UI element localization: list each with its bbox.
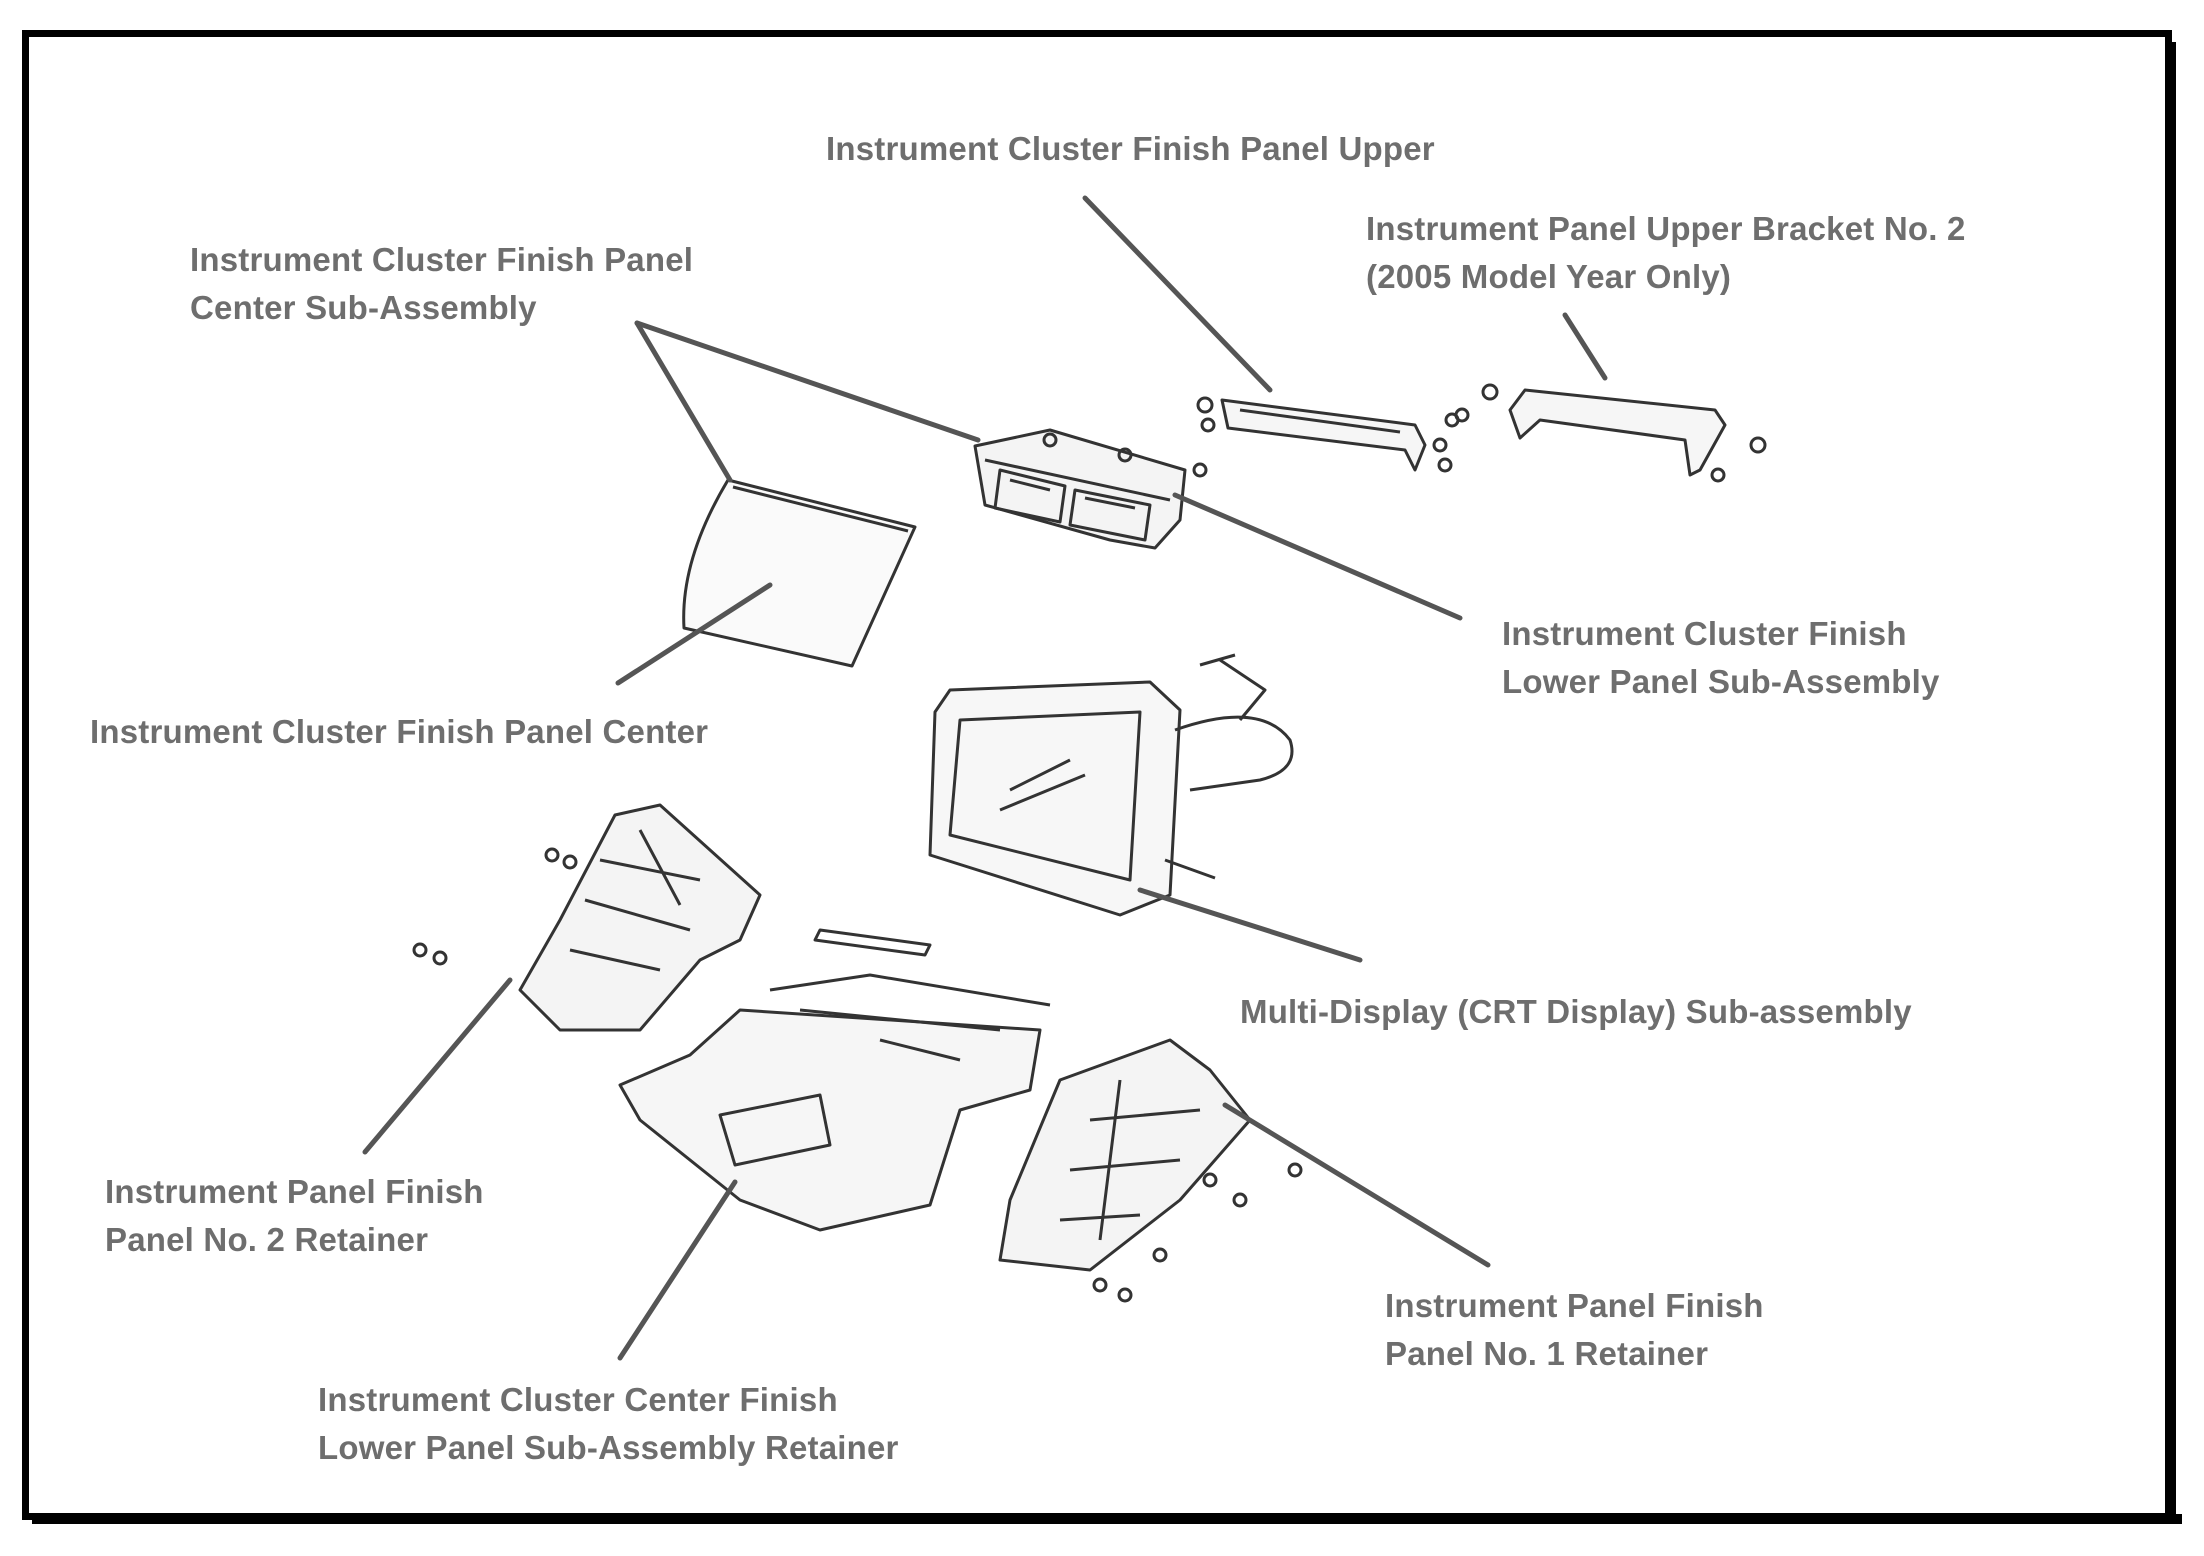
- leader-lower-panel-sub-assembly: [1172, 492, 1463, 621]
- retainer-no2-part: [412, 803, 762, 1032]
- label-retainer-no1: Instrument Panel Finish Panel No. 1 Reta…: [1385, 1287, 1764, 1372]
- label-panel-center: Instrument Cluster Finish Panel Center: [90, 713, 709, 750]
- leader-panel-center: [615, 582, 773, 686]
- label-multi-display: Multi-Display (CRT Display) Sub-assembly: [1240, 993, 1912, 1030]
- leader-lines: [362, 195, 1608, 1361]
- label-retainer-no2: Instrument Panel Finish Panel No. 2 Reta…: [105, 1173, 484, 1258]
- leader-cluster-upper: [1082, 195, 1273, 393]
- upper-bracket-no2-part: [1454, 383, 1767, 483]
- label-center-sub-assembly: Instrument Cluster Finish Panel Center S…: [190, 241, 694, 326]
- label-lower-retainer: Instrument Cluster Center Finish Lower P…: [318, 1381, 899, 1466]
- frame-shadow-right: [2166, 42, 2176, 1524]
- label-cluster-finish-panel-upper: Instrument Cluster Finish Panel Upper: [826, 130, 1435, 167]
- leader-retainer-no2: [362, 977, 513, 1155]
- lower-retainer-part: [618, 928, 1051, 1232]
- panel-center-part: [682, 478, 917, 668]
- leader-multi-display: [1137, 887, 1363, 963]
- label-lower-panel-sub-assembly: Instrument Cluster Finish Lower Panel Su…: [1502, 615, 1940, 700]
- leader-bracket-no2: [1562, 312, 1608, 381]
- retainer-no1-part: [998, 1038, 1303, 1303]
- finish-panel-upper-part: [1196, 396, 1460, 473]
- multi-display-part: [928, 653, 1294, 917]
- lower-panel-sub-assembly-part: [973, 428, 1208, 550]
- label-upper-bracket-no2: Instrument Panel Upper Bracket No. 2 (20…: [1366, 210, 1966, 295]
- leader-retainer-no1: [1222, 1102, 1491, 1268]
- leader-center-sub-assembly-b: [634, 320, 733, 483]
- leader-center-sub-assembly-a: [634, 320, 981, 443]
- frame-shadow-bottom: [32, 1514, 2182, 1524]
- leader-lower-retainer: [617, 1179, 738, 1361]
